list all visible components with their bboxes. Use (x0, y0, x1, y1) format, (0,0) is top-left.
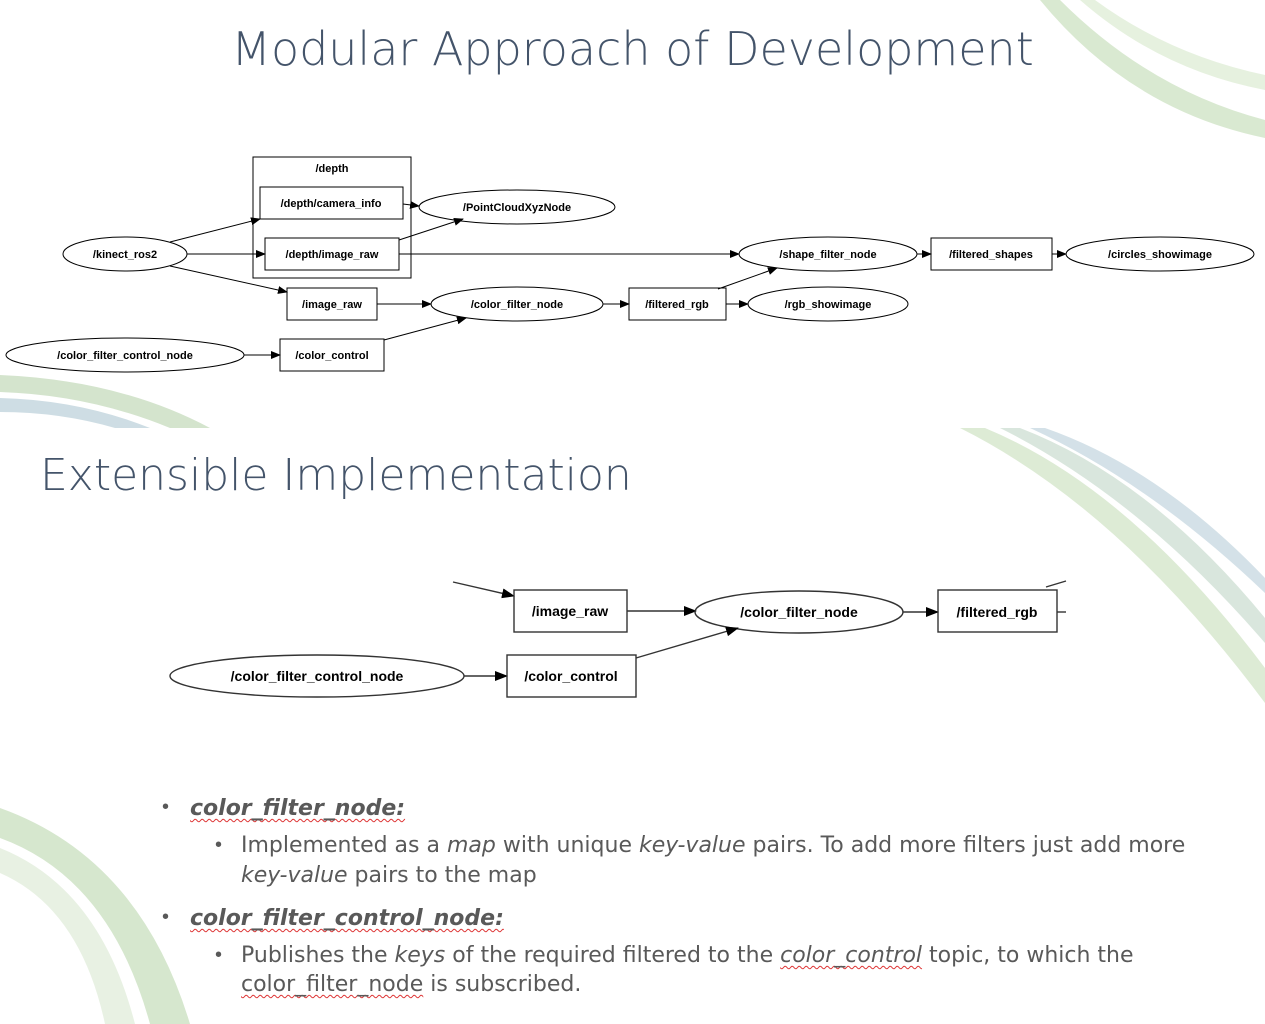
depth-image-raw-label: /depth/image_raw (286, 249, 379, 261)
color-control-topic (506, 654, 637, 698)
bullet-dot: • (215, 834, 223, 856)
bullet-publishes-description-cont: color_filter_node is subscribed. (241, 972, 582, 997)
edge-control-topic-color-filter (383, 316, 467, 341)
filtered-rgb-topic (937, 589, 1058, 633)
slide-modular-approach: Modular Approach of Development (0, 0, 1265, 428)
color-control-label: /color_control (295, 350, 368, 362)
edge-camera-info-pointcloud (402, 200, 420, 209)
filtered-shapes-label: /filtered_shapes (949, 249, 1033, 261)
color-filter-label: /color_filter_node (471, 299, 563, 311)
ros-node-graph: /depth /kinect_ros2 /depth/camera_info /… (5, 156, 1255, 373)
bullet-dot: • (162, 796, 170, 818)
color-filter-control-label: /color_filter_control_node (57, 350, 193, 362)
slide-title: Extensible Implementation (40, 450, 632, 501)
color-filter-graph: /image_raw /color_filter_node /filtered_… (169, 580, 1067, 698)
slide-title: Modular Approach of Development (231, 22, 1034, 76)
bullet-dot: • (162, 906, 170, 928)
color-control-label: /color_control (524, 668, 617, 684)
camera-info-topic (259, 186, 404, 220)
filtered-rgb-label: /filtered_rgb (957, 604, 1038, 620)
pointcloud-label: /PointCloudXyzNode (463, 202, 571, 214)
edge-incoming-image-raw (452, 581, 515, 599)
edge-rgb-shape-out (1045, 580, 1067, 588)
bullet-map-description: Implemented as a map with unique key-val… (241, 833, 1186, 858)
image-raw-label: /image_raw (532, 603, 608, 619)
edge-kinect-image-raw (169, 265, 288, 294)
edge-control-topic-color-filter (635, 626, 739, 659)
color-filter-label: /color_filter_node (740, 604, 858, 620)
bullet-map-description-cont: key-value pairs to the map (241, 863, 537, 888)
filtered-rgb-label: /filtered_rgb (645, 299, 709, 311)
shape-filter-label: /shape_filter_node (779, 249, 876, 261)
bullet-color-filter-control-node: color_filter_control_node: (190, 906, 504, 931)
image-raw-label: /image_raw (302, 299, 362, 311)
circles-showimage-label: /circles_showimage (1108, 249, 1212, 261)
bullet-color-filter-node: color_filter_node: (190, 796, 406, 821)
decorative-swoosh (0, 428, 1265, 1024)
kinect-label: /kinect_ros2 (93, 249, 157, 261)
cluster-label: /depth (316, 163, 349, 175)
bullet-publishes-description: Publishes the keys of the required filte… (241, 943, 1134, 968)
decorative-swoosh (0, 0, 1265, 428)
camera-info-label: /depth/camera_info (281, 198, 382, 210)
rgb-showimage-label: /rgb_showimage (785, 299, 872, 311)
bullet-dot: • (215, 944, 223, 966)
edge-depth-raw-pointcloud (398, 218, 464, 241)
edge-rgb-shape-filter (717, 267, 778, 290)
edge-kinect-camera-info (169, 217, 261, 243)
slide-extensible-implementation: Extensible Implementation /image_raw /co… (0, 428, 1265, 1024)
color-filter-control-label: /color_filter_control_node (231, 668, 404, 684)
